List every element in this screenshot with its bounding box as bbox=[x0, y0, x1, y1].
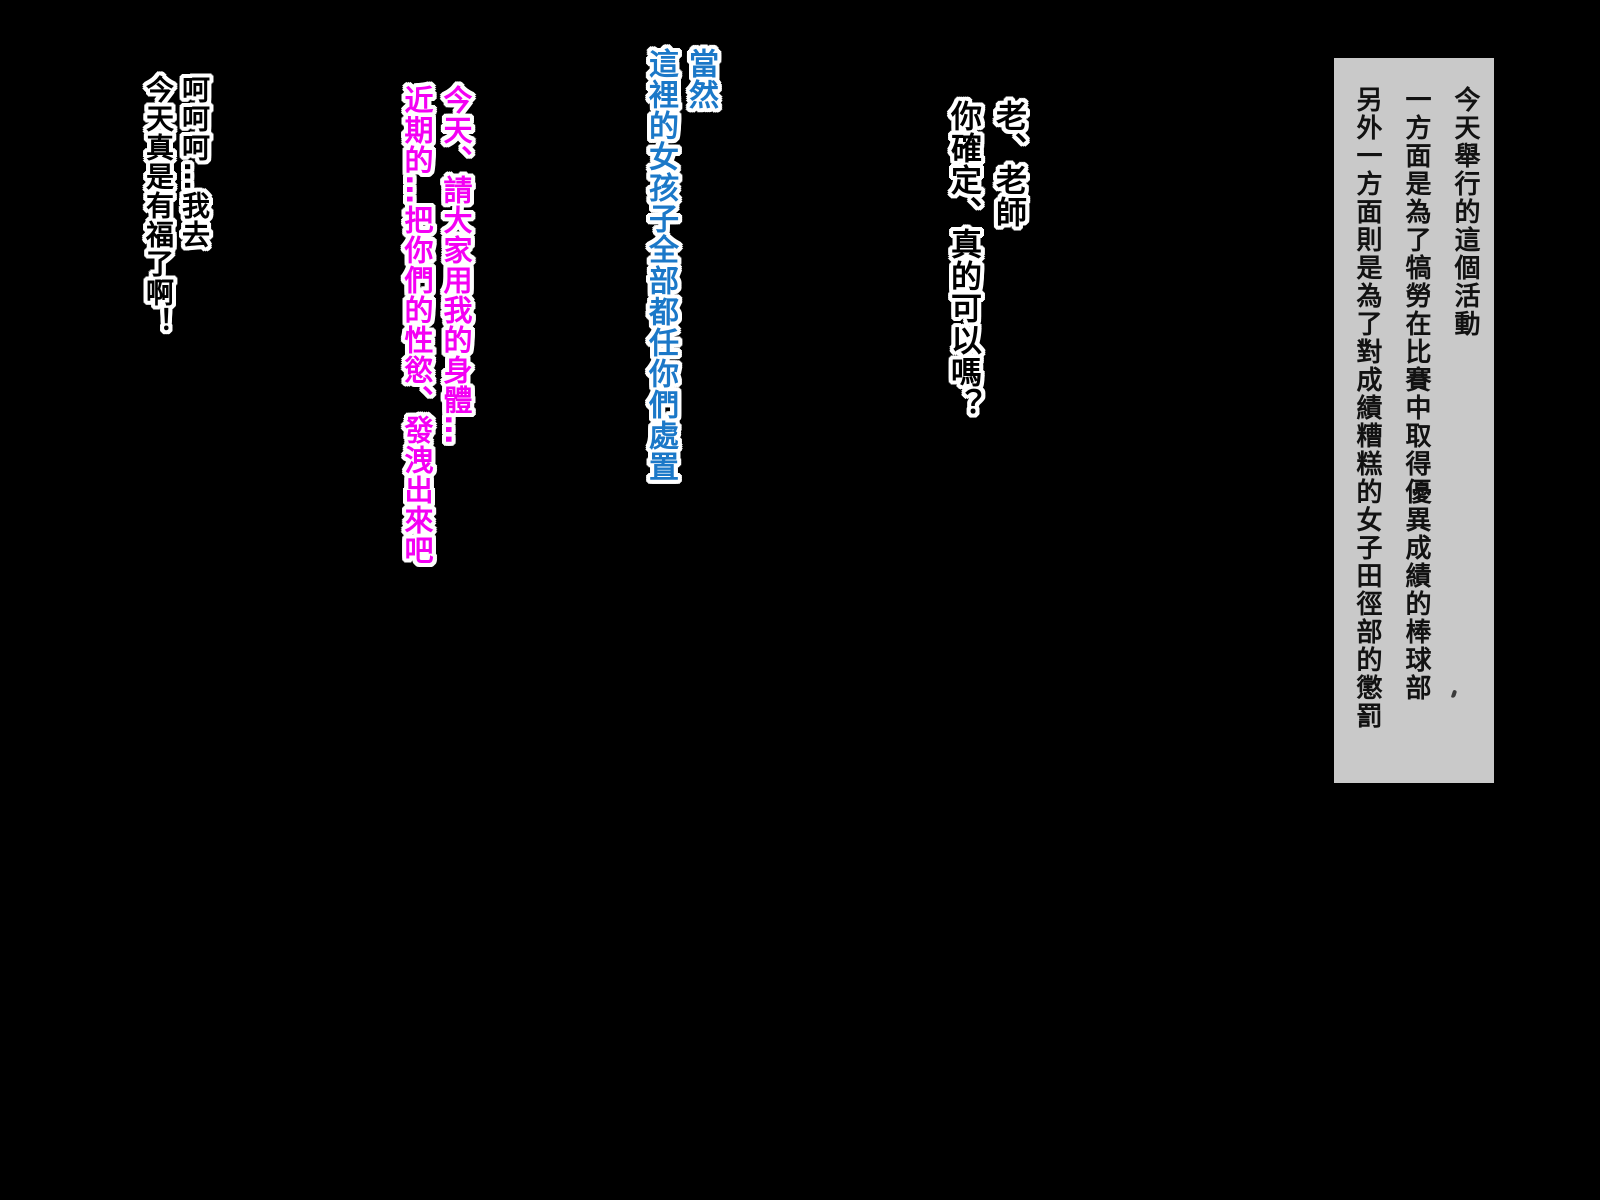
dialogue-blue-line-2: 這裡的女孩子全部都任你們處置 bbox=[643, 48, 678, 482]
notice-column-2: 一方面是為了犒勞在比賽中取得優異成績的棒球部 bbox=[1401, 86, 1431, 702]
notice-box: 今天舉行的這個活動 一方面是為了犒勞在比賽中取得優異成績的棒球部 另外一方面則是… bbox=[1334, 58, 1494, 783]
dialogue-magenta-line-2: 近期的…把你們的性慾、發洩出來吧 bbox=[400, 85, 434, 565]
dialogue-blue-line-1: 當然 bbox=[683, 48, 718, 110]
notice-column-1: 今天舉行的這個活動 bbox=[1450, 86, 1480, 338]
dialogue-blue-reply: 當然 這裡的女孩子全部都任你們處置 bbox=[640, 48, 720, 482]
dialogue-laugh-line-1: 呵呵呵…我去 bbox=[178, 75, 211, 249]
dialogue-magenta-line-1: 今天、請大家用我的身體… bbox=[439, 85, 473, 445]
notice-text: 今天舉行的這個活動 一方面是為了犒勞在比賽中取得優異成績的棒球部 另外一方面則是… bbox=[1342, 86, 1489, 755]
dialogue-magenta-offer: 今天、請大家用我的身體… 近期的…把你們的性慾、發洩出來吧 bbox=[397, 85, 475, 565]
dialogue-teacher-line-2: 你確定、真的可以嗎？ bbox=[945, 100, 981, 420]
dialogue-laugh-line-2: 今天真是有福了啊！ bbox=[142, 75, 175, 336]
dialogue-teacher-line-1: 老、老師 bbox=[990, 100, 1026, 228]
dialogue-laugh: 呵呵呵…我去 今天真是有福了啊！ bbox=[140, 75, 212, 336]
dialogue-teacher: 老、老師 你確定、真的可以嗎？ bbox=[940, 100, 1030, 420]
notice-column-3: 另外一方面則是為了對成績糟糕的女子田徑部的懲罰 bbox=[1352, 86, 1382, 730]
